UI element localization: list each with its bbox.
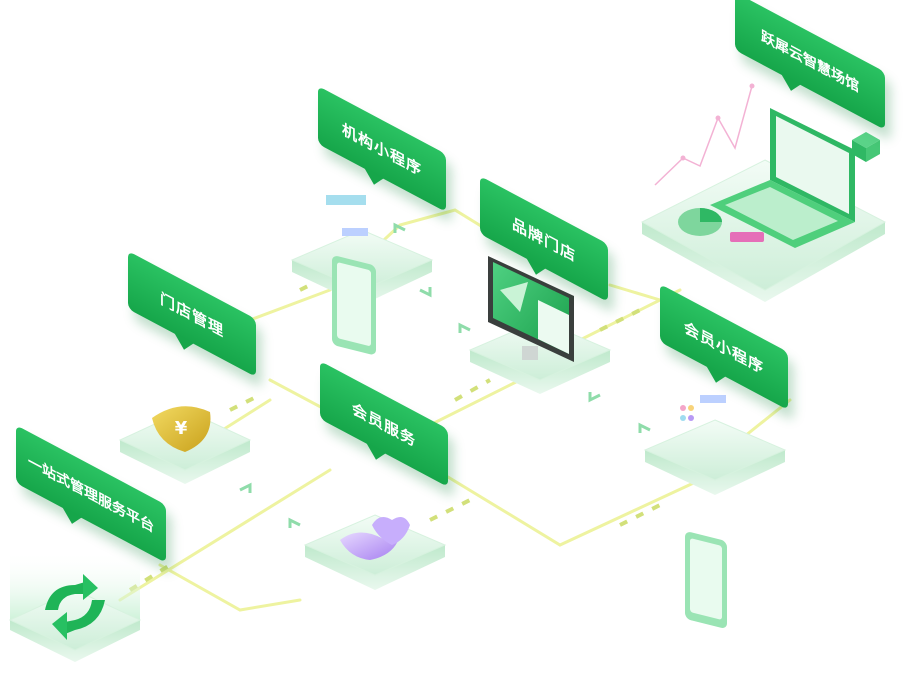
svg-text:¥: ¥ (175, 418, 188, 439)
smart-venue-node (640, 83, 887, 302)
yuan-shield-icon: ¥ (152, 406, 211, 452)
platform-node (8, 550, 142, 662)
member-service-node (303, 514, 447, 590)
trend-line-icon (654, 85, 753, 186)
card-icon (730, 232, 764, 242)
phone-icon (680, 395, 727, 628)
monitor-icon (488, 256, 574, 362)
member-miniapp-node (643, 395, 787, 628)
connection-dashes (128, 273, 661, 592)
store-management-node: ¥ (118, 406, 252, 484)
heart-hand-icon (340, 516, 410, 560)
org-miniapp-node (290, 195, 434, 355)
phone-icon (326, 195, 376, 355)
pie-chart-icon (678, 208, 722, 236)
brand-store-node (468, 256, 612, 394)
laptop-icon (710, 108, 855, 248)
cube-icon (852, 132, 880, 162)
corner-brackets (239, 222, 651, 528)
refresh-arrows-icon (45, 574, 105, 640)
